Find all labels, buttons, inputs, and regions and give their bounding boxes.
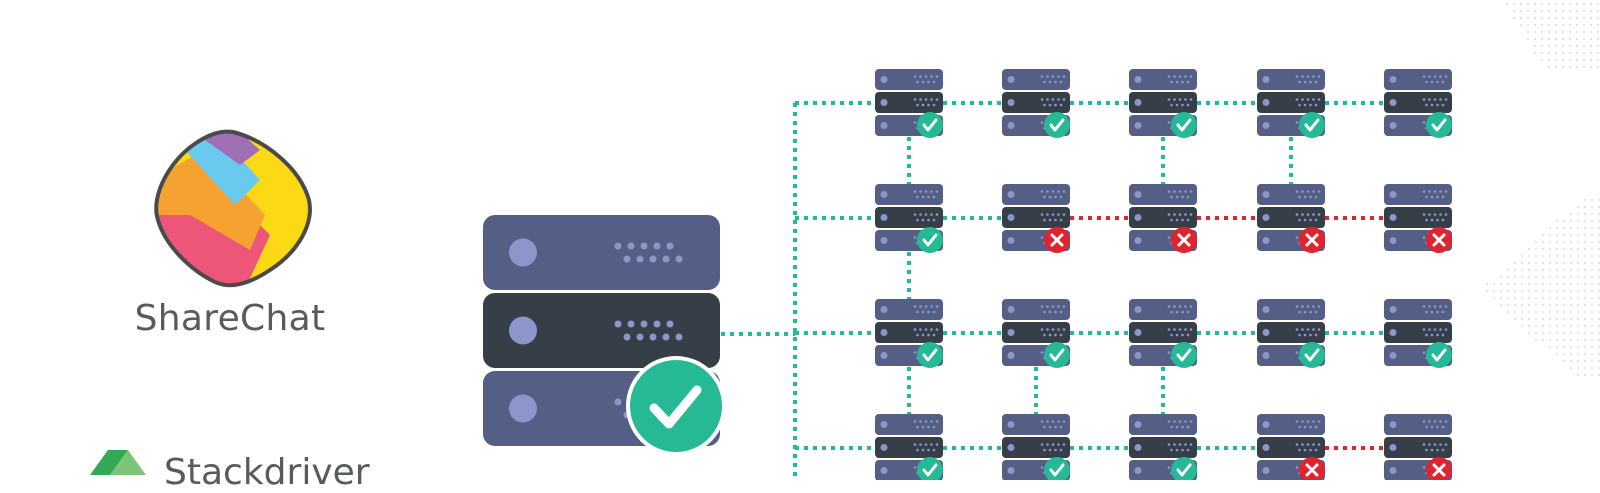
server-node: [1129, 299, 1197, 368]
server-node: [1257, 184, 1325, 253]
decorative-dot-pattern: [1485, 2, 1600, 377]
server-node: [1002, 299, 1070, 368]
server-node: [1002, 69, 1070, 138]
server-node: [875, 414, 943, 480]
check-icon: [1299, 112, 1325, 138]
check-icon: [1426, 342, 1452, 368]
check-icon: [1299, 342, 1325, 368]
main-server-check-icon: [630, 360, 722, 452]
check-icon: [1171, 112, 1197, 138]
monitoring-tool-name: Stackdriver: [164, 452, 370, 493]
check-icon: [917, 112, 943, 138]
check-icon: [1044, 342, 1070, 368]
server-node: [1002, 184, 1070, 253]
server-node: [1257, 414, 1325, 480]
main-server-unit: [483, 293, 720, 368]
server-node: [1384, 184, 1452, 253]
check-icon: [1426, 112, 1452, 138]
server-node: [1129, 184, 1197, 253]
check-icon: [1171, 457, 1197, 480]
check-icon: [917, 342, 943, 368]
server-node: [1129, 414, 1197, 480]
server-node: [1384, 299, 1452, 368]
check-icon: [917, 227, 943, 253]
stackdriver-logo-icon: [90, 450, 146, 475]
sharechat-logo-icon: [154, 129, 312, 288]
check-icon: [1044, 457, 1070, 480]
server-node: [1384, 414, 1452, 480]
server-node: [1257, 299, 1325, 368]
server-node: [875, 69, 943, 138]
check-icon: [1171, 342, 1197, 368]
server-node: [1002, 414, 1070, 480]
main-server-unit: [483, 215, 720, 290]
network-links: [712, 101, 1384, 480]
server-nodes: [875, 69, 1452, 480]
server-node: [1384, 69, 1452, 138]
infrastructure-diagram: [90, 2, 1600, 480]
server-node: [1129, 69, 1197, 138]
server-node: [1257, 69, 1325, 138]
main-server: [483, 215, 726, 456]
check-icon: [1044, 112, 1070, 138]
brand-name: ShareChat: [134, 298, 326, 339]
check-icon: [917, 457, 943, 480]
server-node: [875, 184, 943, 253]
server-node: [875, 299, 943, 368]
